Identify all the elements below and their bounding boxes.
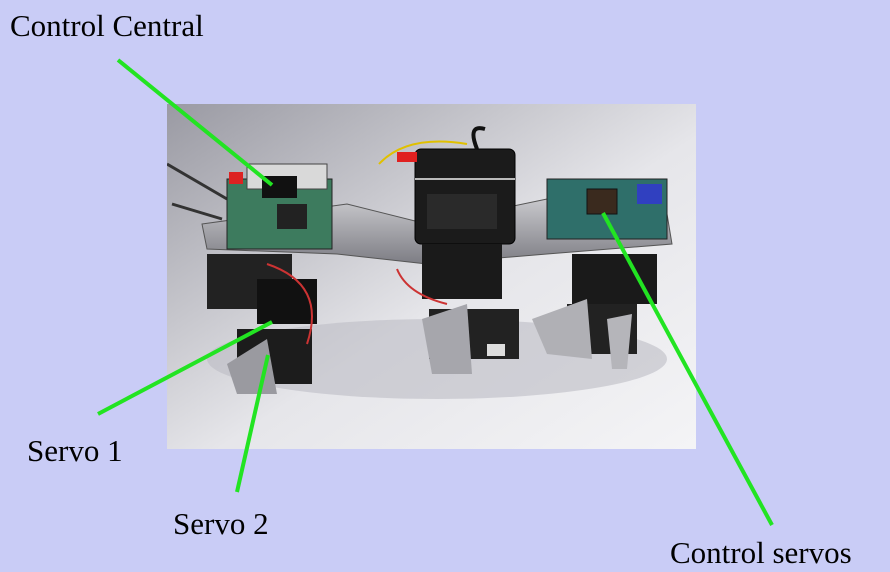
label-servo-2: Servo 2 xyxy=(173,506,269,541)
label-servo-1: Servo 1 xyxy=(27,433,123,468)
label-control-servos: Control servos xyxy=(670,535,852,570)
label-control-central: Control Central xyxy=(10,8,204,43)
robot-photo xyxy=(167,104,696,449)
